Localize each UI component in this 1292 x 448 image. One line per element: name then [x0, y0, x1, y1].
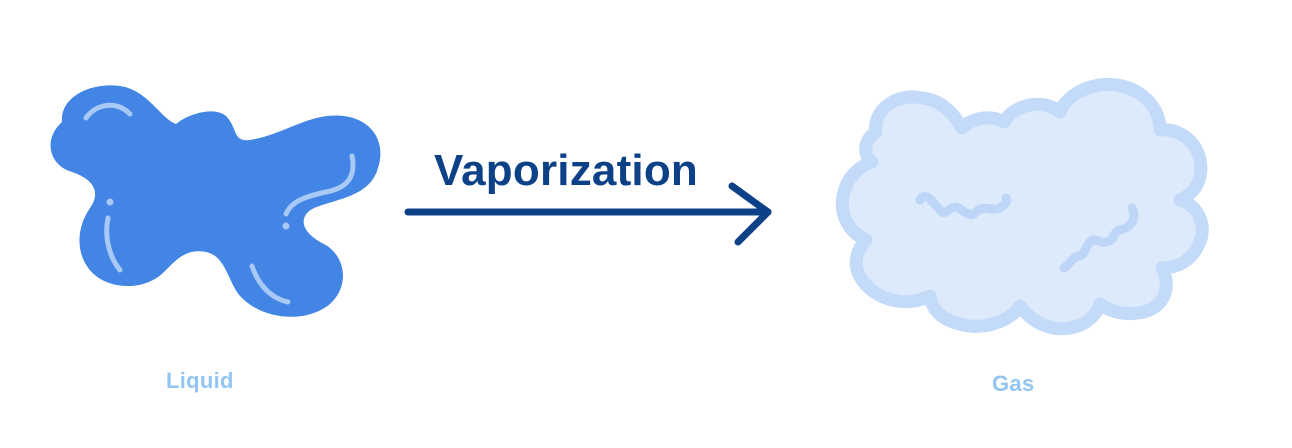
- liquid-highlight-dot: [282, 222, 290, 230]
- liquid-highlight: [83, 102, 133, 121]
- gas-label: Gas: [992, 371, 1035, 396]
- process-label: Vaporization: [434, 146, 698, 195]
- gas-cloud-shape: [835, 78, 1209, 336]
- liquid-highlight: [249, 263, 291, 305]
- liquid-highlight: [283, 153, 356, 217]
- liquid-label: Liquid: [166, 368, 234, 393]
- arrow-head: [728, 182, 772, 246]
- liquid-blob-icon: [50, 85, 381, 317]
- liquid-highlight: [104, 215, 123, 273]
- liquid-blob-shape: [50, 85, 381, 317]
- gas-cloud-icon: [835, 78, 1209, 336]
- gas-swirl: [915, 192, 1012, 219]
- gas-swirl: [1059, 203, 1139, 273]
- liquid-highlight-dot: [106, 198, 114, 206]
- arrow-right-icon: [404, 182, 772, 246]
